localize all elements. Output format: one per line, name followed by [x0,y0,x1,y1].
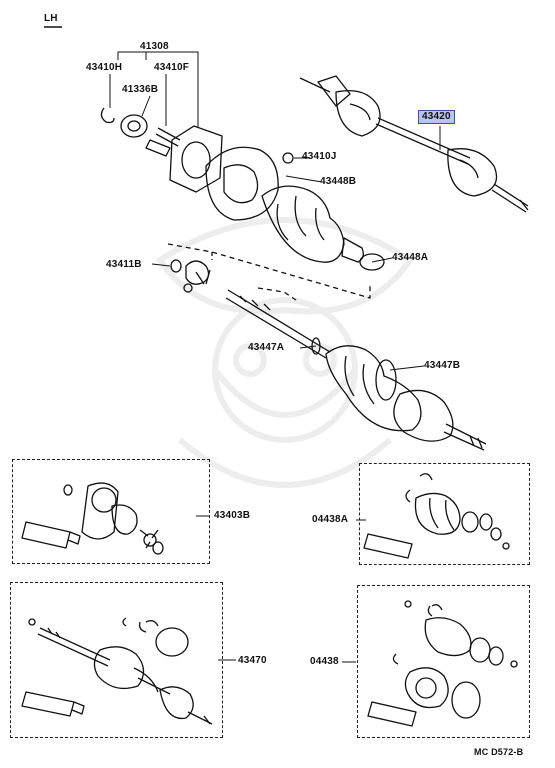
part-label-41336b[interactable]: 41336B [122,84,159,95]
side-label: LH [44,13,58,24]
part-label-43448b[interactable]: 43448B [320,176,357,187]
part-label-04438[interactable]: 04438 [310,656,339,667]
leader-lines [44,26,441,663]
middle-shaft [225,289,487,451]
kit-box-43403b [12,459,210,564]
kit-43403b-parts [21,482,164,555]
watermark-logo [155,217,415,488]
part-label-43410f[interactable]: 43410F [154,62,190,73]
kit-box-43470 [10,582,223,738]
part-label-43448a[interactable]: 43448A [392,252,429,263]
part-label-43410h[interactable]: 43410H [86,62,123,73]
part-label-43403b[interactable]: 43403B [214,510,251,521]
part-label-43447b[interactable]: 43447B [424,360,461,371]
upper-parts [100,107,385,301]
kit-box-04438 [357,585,530,738]
kit-43470-parts [21,617,213,725]
kit-box-04438a [359,463,530,565]
part-label-04438a[interactable]: 04438A [312,514,349,525]
part-label-41308[interactable]: 41308 [140,41,169,52]
part-label-43420-highlighted[interactable]: 43420 [418,110,455,124]
diagram-code: MC D572-B [474,747,524,757]
kit-04438a-parts [363,473,510,559]
part-label-43411b[interactable]: 43411B [106,259,142,270]
part-label-43410j[interactable]: 43410J [302,151,337,162]
kit-04438-parts [367,600,518,727]
part-label-43447a[interactable]: 43447A [248,342,285,353]
complete-axle-shaft [299,75,529,213]
part-label-43470[interactable]: 43470 [238,655,267,666]
